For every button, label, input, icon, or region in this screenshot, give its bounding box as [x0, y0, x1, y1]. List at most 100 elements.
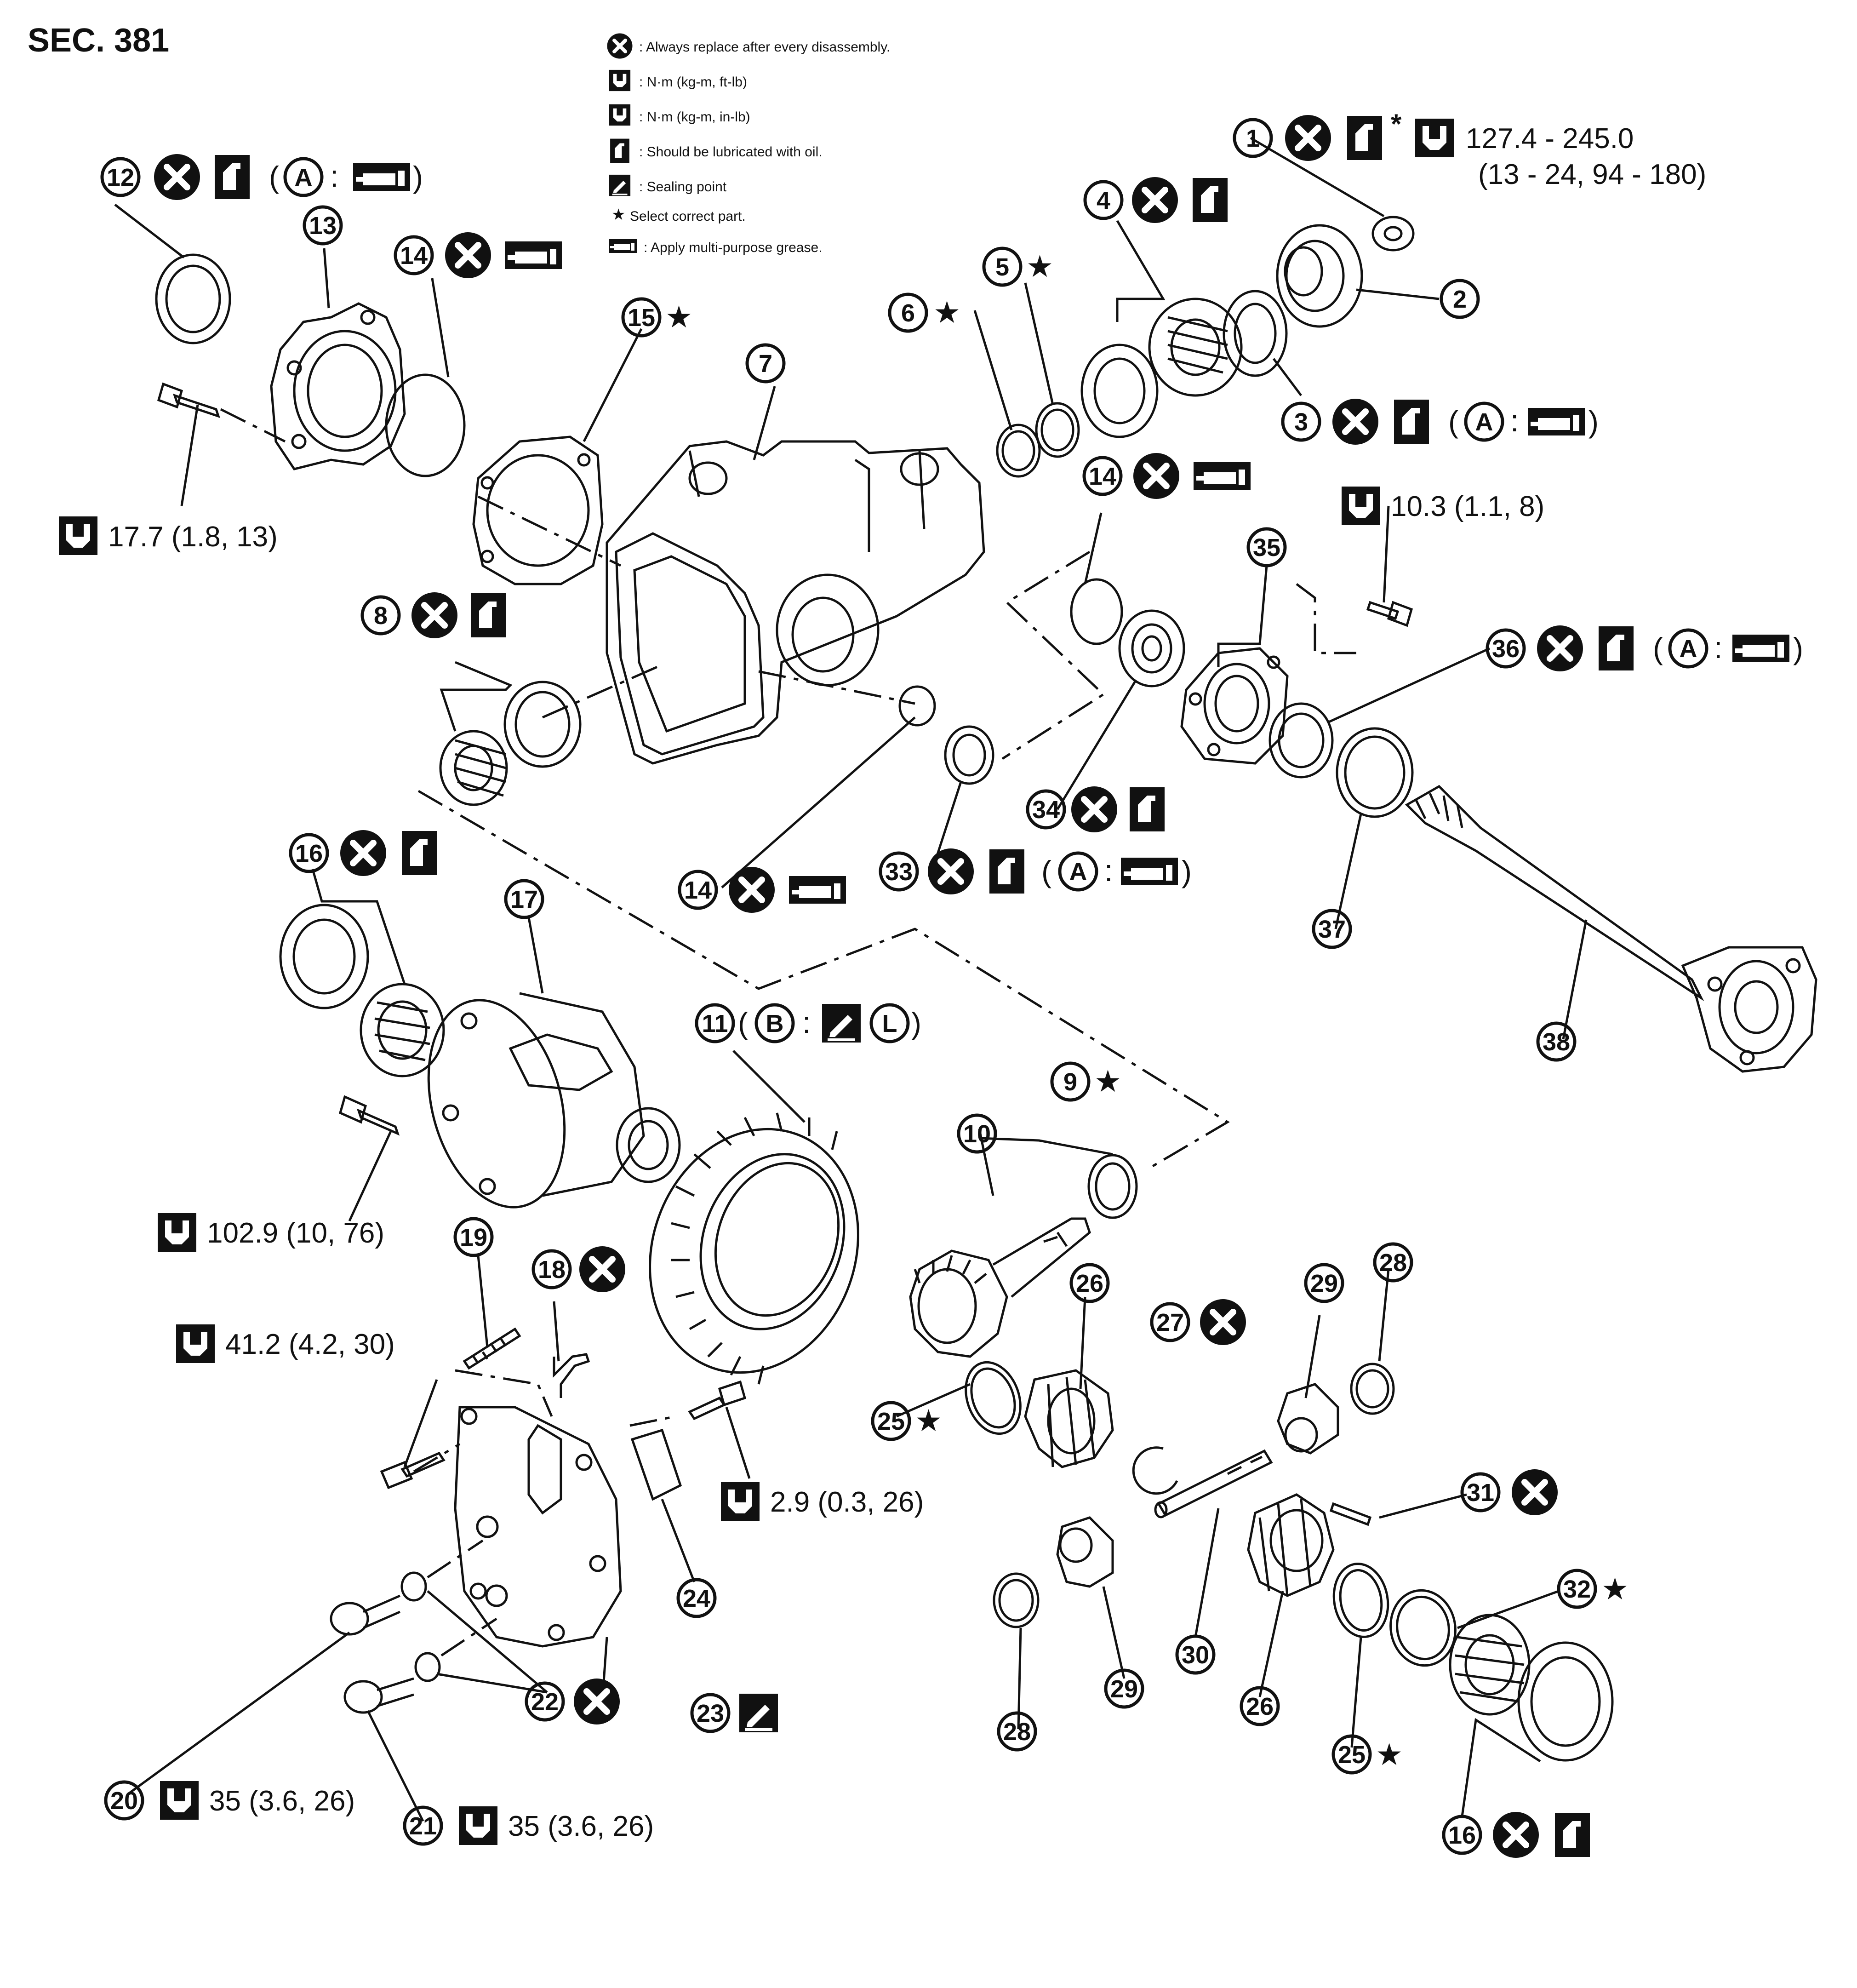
star-mark: ★ [665, 300, 692, 334]
grease-icon [1732, 635, 1789, 662]
bolt-ring-gear [338, 1095, 400, 1136]
torque-1: 127.4 - 245.0 [1466, 123, 1634, 155]
snap-ring [1132, 1446, 1178, 1495]
svg-text:32: 32 [1563, 1576, 1591, 1603]
svg-text:9: 9 [1063, 1068, 1077, 1096]
dust-cover [1336, 727, 1414, 818]
stud [463, 1327, 521, 1370]
svg-text:22: 22 [531, 1688, 559, 1716]
companion-flange [1276, 224, 1363, 328]
callout-18: 18 [533, 1251, 570, 1288]
svg-text:25: 25 [877, 1408, 905, 1435]
callout-34: 34 [1028, 791, 1064, 828]
side-bearing-left [279, 904, 445, 1077]
lubricate-oil-icon [1394, 400, 1429, 444]
svg-text:20: 20 [110, 1787, 138, 1815]
callout-25: 25 [873, 1403, 909, 1439]
pinion-spacer [1035, 402, 1080, 458]
side-retainer-right [1180, 647, 1289, 765]
replace-icon [154, 154, 200, 200]
lubricate-oil-icon [989, 849, 1024, 894]
callout-1: 1 [1234, 120, 1271, 156]
svg-text:A: A [295, 164, 313, 191]
svg-text:6: 6 [901, 299, 915, 327]
callout-16: 16 [1444, 1816, 1480, 1853]
assembly-dash-lines [220, 408, 1356, 1657]
replace-icon [1285, 115, 1331, 161]
svg-text::: : [802, 1005, 811, 1039]
legend-seal: : Sealing point [639, 179, 727, 195]
svg-text:14: 14 [1089, 463, 1116, 490]
svg-text::: : [1714, 630, 1722, 665]
torque-rear-cover: 41.2 (4.2, 30) [225, 1329, 395, 1360]
replace-icon [1332, 399, 1378, 445]
side-retainer-left [270, 302, 406, 470]
front-oil-seal [1223, 290, 1288, 377]
svg-text:28: 28 [1379, 1249, 1407, 1277]
replace-icon [574, 1679, 620, 1724]
legend: : Always replace after every disassembly… [607, 34, 890, 255]
grease-icon [1121, 858, 1178, 885]
svg-text:37: 37 [1318, 916, 1346, 943]
replace-icon [579, 1246, 625, 1292]
callout-26: 26 [1241, 1688, 1278, 1724]
pinion-mate-washer-lower [993, 1572, 1040, 1628]
drive-pinion [909, 1217, 1091, 1358]
svg-text:(: ( [269, 160, 279, 194]
callout-31: 31 [1462, 1474, 1499, 1511]
svg-text:): ) [1588, 405, 1599, 439]
callout-6: 6 [890, 294, 926, 331]
callout-30: 30 [1177, 1636, 1214, 1673]
torque-drain-plug: 35 (3.6, 26) [508, 1810, 654, 1842]
side-oil-seal-right-inner [944, 725, 994, 785]
callout-3: 3 [1283, 403, 1320, 440]
replace-icon [607, 34, 633, 59]
liquid-gasket-l: L [871, 1005, 908, 1042]
callout-16: 16 [291, 835, 327, 871]
callout-11: 11 [697, 1005, 733, 1042]
replace-icon [340, 830, 386, 876]
svg-text:(: ( [738, 1006, 748, 1040]
side-bearing-right [1449, 1614, 1614, 1762]
svg-text:18: 18 [538, 1256, 566, 1283]
side-oil-seal-right [1268, 702, 1334, 779]
svg-text:29: 29 [1110, 1675, 1138, 1703]
grease-icon [1528, 408, 1585, 435]
callout-5: 5 [984, 248, 1021, 285]
replace-icon [445, 232, 491, 278]
replace-icon [411, 592, 457, 638]
svg-text:23: 23 [697, 1700, 724, 1727]
side-gear-thrust-washer-lower [1332, 1563, 1389, 1638]
torque-side-retainer: 17.7 (1.8, 13) [108, 521, 278, 553]
callout-25: 25 [1333, 1736, 1370, 1773]
pinion-mate-gear-upper [1277, 1383, 1339, 1455]
parts [155, 216, 1817, 1762]
svg-text:16: 16 [1448, 1822, 1476, 1849]
star-mark: ★ [1601, 1572, 1628, 1606]
side-gear-thrust-washer-upper [965, 1361, 1022, 1435]
svg-text:30: 30 [1182, 1641, 1209, 1669]
sealing-point-icon [608, 174, 631, 197]
o-ring-left [385, 373, 466, 477]
svg-text::: : [330, 159, 338, 193]
replace-icon [928, 848, 974, 894]
svg-text:24: 24 [683, 1585, 710, 1612]
lubricate-oil-icon [1130, 787, 1165, 831]
svg-text:38: 38 [1543, 1028, 1570, 1056]
grease-point-a: A [285, 159, 322, 195]
torque-icon [160, 1781, 199, 1820]
pinion-height-washer [1087, 1154, 1138, 1219]
lubricate-oil-icon [1555, 1813, 1590, 1857]
torque-ring-gear: 102.9 (10, 76) [207, 1217, 384, 1249]
side-bearing-upper [439, 681, 582, 806]
callout-7: 7 [747, 345, 784, 382]
callout-24: 24 [678, 1580, 715, 1616]
torque-ft-lb-icon [609, 69, 631, 92]
callout-17: 17 [506, 881, 543, 917]
callout-33: 33 [880, 853, 917, 890]
callout-8: 8 [362, 597, 399, 634]
svg-text:19: 19 [460, 1224, 487, 1251]
svg-text:): ) [911, 1006, 921, 1040]
callout-12: 12 [102, 159, 139, 195]
